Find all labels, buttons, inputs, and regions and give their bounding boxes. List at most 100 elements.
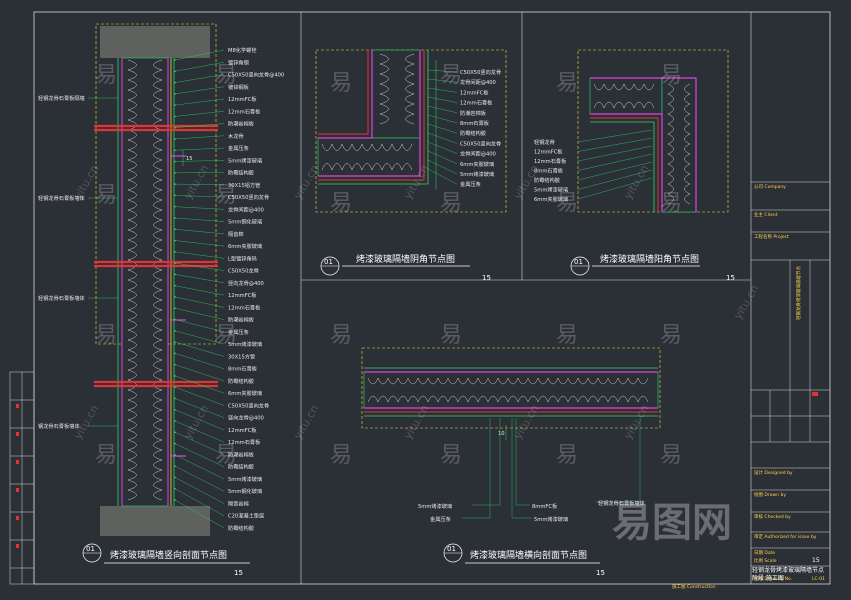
watermark-char: 易 [440,323,462,348]
d1-left-callout-label: 钢龙骨石膏板墙体 [38,422,80,430]
d1-callout-label: 镀锌角钢 [228,58,249,66]
d3-number: 01 [574,258,583,266]
d2-callout-label: 6mm夹胶玻璃 [460,160,494,168]
d3-callout-label: 轻钢龙骨 [534,138,555,146]
d1-callout-label: 防霉结构胶 [228,377,254,385]
watermark-char: 易 [660,191,682,216]
watermark-site: yitu.cn [181,163,211,202]
watermark-char: 易 [215,63,237,88]
watermark-site: yitu.cn [181,403,211,442]
tb-designed: 设计 Designed by [754,469,793,476]
watermark-char: 易 [660,63,682,88]
d3-callout-label: 12mm石膏板 [534,157,567,165]
d2-callout-label: 金属压条 [460,180,481,188]
tb-client: 业主 Client [754,211,778,218]
d1-callout-label: 5mm烤漆玻璃 [228,475,262,483]
d1-callout-label: C50X50龙骨 [228,267,259,275]
top-slab [100,26,210,58]
d1-right-labels: M8化学螺栓镀锌角钢C50X50竖向龙骨@400镀锌钢板12mmFC板12mm石… [228,46,284,532]
revision-marks [16,404,19,548]
d1-callout-label: C20混凝土垫层 [228,512,264,520]
d1-callout-label: 8mm石膏板 [228,365,258,373]
d3-scale: 15 [726,274,735,282]
tb-approved: 审定 Authorized for issue by [754,533,817,540]
watermark-char: 易 [556,443,578,468]
tb-company: 公司 Company [754,184,786,190]
d1-callout-label: 12mmFC板 [228,95,257,103]
watermark-char: 易 [330,443,352,468]
d2-insulation [321,53,415,171]
d1-callout-label: 防潮岩棉板 [228,316,255,324]
d1-callout-label: 防霉结构胶 [228,169,254,177]
d4-title: 烤漆玻璃隔墙横向剖面节点图 [470,549,587,561]
d1-callout-label: 5mm烤漆玻璃 [228,156,262,164]
tb-drawn: 绘图 Drawn by [754,491,786,498]
d1-callout-label: L型镀锌角码 [228,254,257,262]
d3-title: 烤漆玻璃隔墙阳角节点图 [600,253,699,265]
watermark-char: 易 [440,443,462,468]
d3-callout-label: 8mm石膏板 [534,167,564,175]
d1-callout-label: 木龙骨 [228,132,244,140]
d1-callout-label: 隔音岩棉 [228,499,249,507]
d1-left-callout-label: 轻钢龙骨石膏板隔墙 [38,94,85,102]
d1-left-callout-label: 轻钢龙骨石膏板墙体 [38,294,86,302]
d2-callout-label: 5mm烤漆玻璃 [460,170,494,178]
d1-callout-label: M8化学螺栓 [228,46,257,54]
d2-leader-lines [427,60,458,190]
watermark-site: yitu.cn [731,283,761,322]
title-block: 公司 Company 业主 Client 工程名称 Project 轻钢龙骨烤漆… [672,181,830,590]
d4-callout-label: 轻钢龙骨石膏板墙体 [598,499,646,507]
tb-drawing-no-label: 图号 Drawing No. [754,576,792,582]
watermark-logo: 易图网 [612,500,732,546]
watermark-char: 易 [660,443,682,468]
d1-callout-label: 12mm石膏板 [228,303,261,311]
d3-callout-label: 5mm烤漆玻璃 [534,186,568,194]
d4-dimension: 10 [498,431,505,437]
d1-leader-lines [88,49,225,529]
d3-callout-label: 防霉结构胶 [534,176,560,184]
watermark-site: yitu.cn [291,403,321,442]
d1-callout-label: 12mm石膏板 [228,438,261,446]
d1-scale: 15 [234,569,243,577]
watermark-char: 易 [556,323,578,348]
watermark-char: 易 [556,191,578,216]
d2-callout-label: C50X50竖向龙骨 [460,68,501,76]
d2-callout-label: 防潮岩棉板 [460,109,487,117]
d2-labels: C50X50竖向龙骨龙骨间距@40012mmFC板12mm石膏板防潮岩棉板8mm… [460,68,501,188]
d1-callout-label: 隔音棉 [228,230,244,238]
watermark-char: 易 [440,63,462,88]
d1-callout-label: C50X50竖向龙骨 [228,401,269,409]
watermark-char: 易 [660,323,682,348]
sheet-frame [33,11,831,585]
d2-callout-label: 龙骨间距@400 [460,150,496,158]
d3-leader-lines [577,129,653,200]
d1-callout-label: 12mmFC板 [228,426,257,434]
watermark-char: 易 [95,323,117,348]
d4-callout-label: 8mmFC板 [532,502,558,510]
d1-callout-label: 30X15铝方管 [228,181,260,189]
d4-callout-label: 5mm烤漆玻璃 [534,515,568,523]
watermark-char: 易 [330,71,352,96]
d1-left-callout-label: 轻钢龙骨石膏板墙体 [38,194,86,202]
insulation-pattern [127,59,163,501]
watermark-char: 易 [330,191,352,216]
drawing-2-inside-corner: C50X50竖向龙骨龙骨间距@40012mmFC板12mm石膏板防潮岩棉板8mm… [315,49,507,282]
watermark-char: 易 [215,443,237,468]
d3-callout-label: 6mm夹胶玻璃 [534,195,568,203]
tb-scale-label: 比例 Scale [754,557,777,564]
d2-callout-label: C50X50竖向龙骨 [460,139,501,147]
d1-callout-label: 5mm烤漆玻璃 [228,340,262,348]
tb-date-label: 日期 Date [754,550,775,556]
d2-title: 烤漆玻璃隔墙阴角节点图 [356,253,455,265]
d1-callout-label: 12mmFC板 [228,291,257,299]
d1-callout-label: 6mm夹胶玻璃 [228,389,262,397]
drawing-1-vertical-section: 15 M8化学螺栓镀锌角钢C50X50竖向龙骨@400镀锌钢板12mmFC板12… [38,23,284,577]
d4-leader-lines [462,418,641,519]
watermark-char: 易 [215,183,237,208]
d1-callout-label: 30X15方管 [228,352,255,360]
d1-callout-label: 防潮岩棉板 [228,120,255,128]
